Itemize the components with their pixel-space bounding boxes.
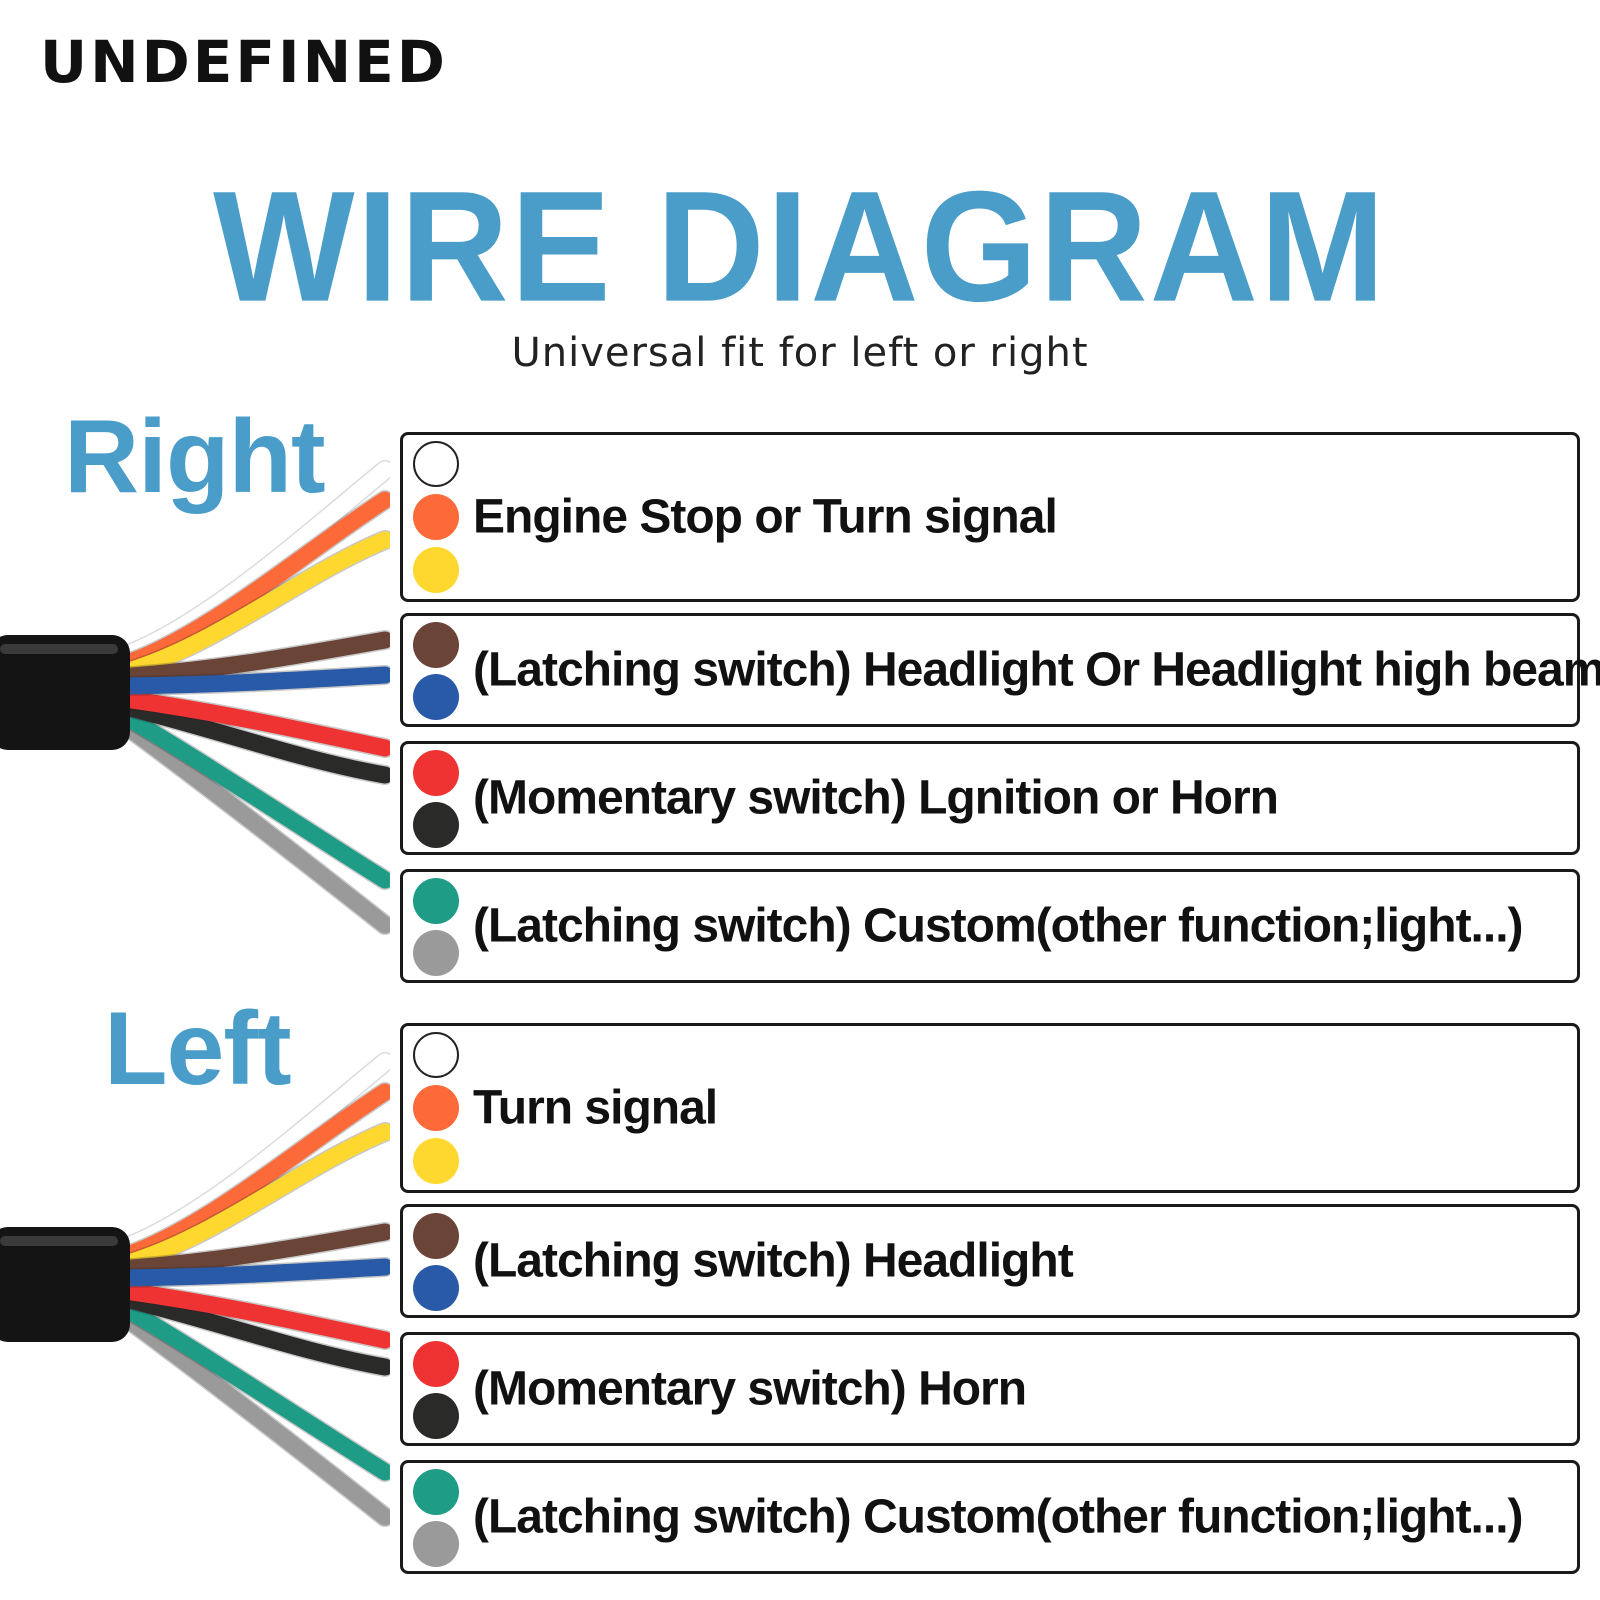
- yellow-wire-dot: [413, 1138, 459, 1184]
- page-title: WIRE DIAGRAM: [213, 157, 1387, 335]
- gray-wire: [109, 1303, 390, 1526]
- right-row-1: Engine Stop or Turn signal: [400, 432, 1580, 602]
- wire-color-dots: [413, 616, 461, 724]
- right-cable-illustration: [0, 460, 390, 935]
- left-cable-illustration: [0, 1052, 390, 1527]
- blue-wire-dot: [413, 1265, 459, 1311]
- blue-wire: [109, 1258, 390, 1287]
- orange-wire: [109, 1083, 390, 1267]
- right-section-label: Right: [64, 399, 326, 515]
- left-row-4: (Latching switch) Custom(other function;…: [400, 1460, 1580, 1574]
- white-wire: [109, 1053, 390, 1259]
- black-wire-dot: [413, 802, 459, 848]
- cable-jacket: [0, 635, 130, 750]
- black-wire: [109, 696, 390, 784]
- orange-wire-dot: [413, 1085, 459, 1131]
- white-wire-dot: [413, 441, 459, 487]
- yellow-wire: [109, 531, 390, 683]
- blue-wire: [109, 666, 390, 695]
- cable-jacket: [0, 1227, 130, 1342]
- green-wire: [109, 1295, 390, 1481]
- wire-function-label: (Latching switch) Custom(other function;…: [473, 899, 1524, 953]
- left-row-2: (Latching switch) Headlight: [400, 1204, 1580, 1318]
- orange-wire: [109, 491, 390, 675]
- red-wire-dot: [413, 1341, 459, 1387]
- left-row-1: Turn signal: [400, 1023, 1580, 1193]
- brown-wire: [109, 1223, 390, 1278]
- wire-function-label: (Momentary switch) Horn: [473, 1362, 1027, 1416]
- green-wire-dot: [413, 878, 459, 924]
- cable-jacket-highlight: [0, 1236, 118, 1246]
- green-wire-dot: [413, 1469, 459, 1515]
- wire-color-dots: [413, 872, 461, 980]
- gray-wire: [109, 711, 390, 934]
- wire-color-dots: [413, 1335, 461, 1443]
- yellow-wire: [109, 1123, 390, 1275]
- wire-function-label: (Latching switch) Headlight: [473, 1234, 1074, 1288]
- right-row-2: (Latching switch) Headlight Or Headlight…: [400, 613, 1600, 727]
- yellow-wire-dot: [413, 547, 459, 593]
- black-wire-dot: [413, 1393, 459, 1439]
- brown-wire: [109, 631, 390, 686]
- left-row-3: (Momentary switch) Horn: [400, 1332, 1580, 1446]
- cable-jacket-highlight: [0, 644, 118, 654]
- red-wire: [109, 689, 390, 757]
- wire-function-label: Engine Stop or Turn signal: [473, 490, 1058, 544]
- gray-wire-dot: [413, 930, 459, 976]
- brown-wire-dot: [413, 622, 459, 668]
- right-row-4: (Latching switch) Custom(other function;…: [400, 869, 1580, 983]
- brand-logo: UNDEFINED: [40, 28, 448, 96]
- red-wire: [109, 1281, 390, 1349]
- wire-color-dots: [413, 744, 461, 852]
- white-wire-dot: [413, 1032, 459, 1078]
- wire-color-dots: [413, 435, 461, 599]
- wire-color-dots: [413, 1463, 461, 1571]
- green-wire: [109, 703, 390, 889]
- black-wire: [109, 1288, 390, 1376]
- left-section-label: Left: [104, 991, 292, 1107]
- wire-function-label: (Latching switch) Headlight Or Headlight…: [473, 643, 1600, 697]
- page-subtitle: Universal fit for left or right: [511, 330, 1089, 376]
- wire-function-label: (Latching switch) Custom(other function;…: [473, 1490, 1524, 1544]
- gray-wire-dot: [413, 1521, 459, 1567]
- orange-wire-dot: [413, 494, 459, 540]
- brown-wire-dot: [413, 1213, 459, 1259]
- wire-color-dots: [413, 1207, 461, 1315]
- red-wire-dot: [413, 750, 459, 796]
- wire-color-dots: [413, 1026, 461, 1190]
- right-row-3: (Momentary switch) Lgnition or Horn: [400, 741, 1580, 855]
- white-wire: [109, 461, 390, 667]
- wire-function-label: (Momentary switch) Lgnition or Horn: [473, 771, 1279, 825]
- blue-wire-dot: [413, 674, 459, 720]
- wire-function-label: Turn signal: [473, 1081, 718, 1135]
